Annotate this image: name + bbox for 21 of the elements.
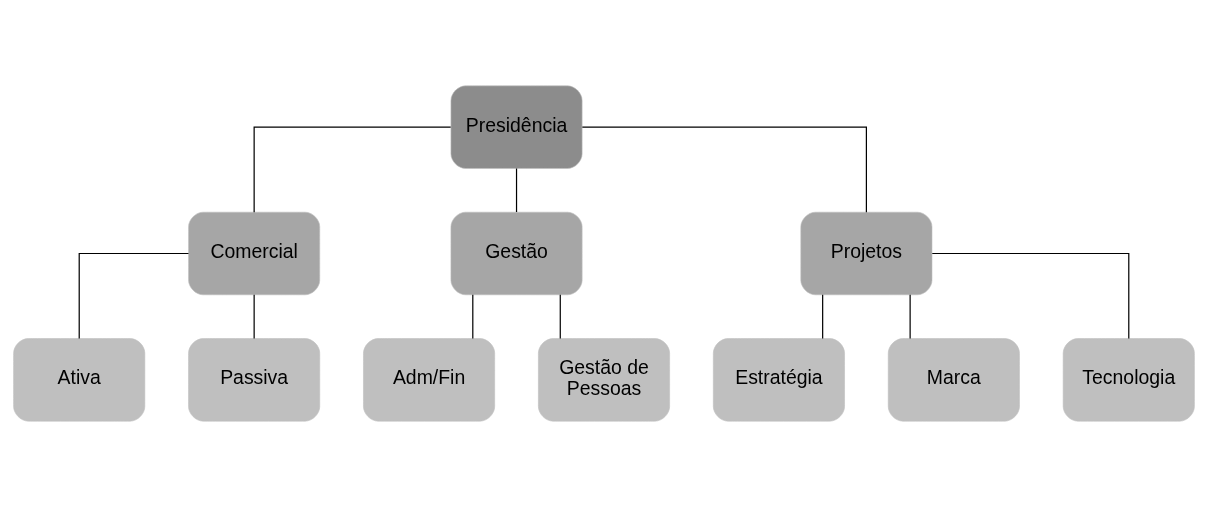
connector [253,126,452,213]
node-box: Marca [887,337,1020,421]
node-box: Tecnologia [1062,337,1195,421]
node-box: Gestão [450,211,583,295]
node-box: Passiva [188,337,321,421]
connector [253,293,255,339]
node-box: Adm/Fin [363,337,495,421]
node-box: Gestão de Pessoas [538,337,670,421]
node-box: Ativa [13,337,146,421]
connector [559,293,561,339]
connector [822,293,824,339]
connector [472,293,474,339]
node-box: Estratégia [713,337,845,421]
connector [515,167,518,213]
node-box: Presidência [450,85,583,169]
connector [931,252,1130,339]
node-box: Comercial [188,211,321,295]
connector [78,252,190,339]
connector [909,293,911,339]
node-box: Projetos [800,211,933,295]
connector [581,126,867,213]
